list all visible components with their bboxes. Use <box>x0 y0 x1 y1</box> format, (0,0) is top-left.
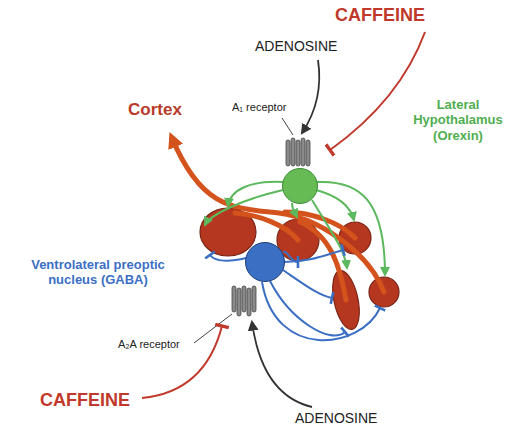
cortex-projection <box>172 138 384 300</box>
a2a-receptor-symbol <box>232 286 256 316</box>
drug-label: CAFFEINE <box>335 5 425 26</box>
adenosine-arrow <box>252 322 312 407</box>
molecule-label: ADENOSINE <box>295 410 377 426</box>
molecule-label: ADENOSINE <box>255 38 337 54</box>
leader-line <box>282 118 293 135</box>
node-heading: Lateral Hypothalamus (Orexin) <box>406 97 510 143</box>
adenosine-arrow <box>302 60 319 133</box>
receptor-label: A₂A receptor <box>118 338 180 350</box>
receptor-label: A₁ receptor <box>232 101 286 113</box>
vlpo-nucleus: Ventrolateral preoptic nucleus (GABA) <box>245 242 285 282</box>
a1-receptor-symbol <box>286 138 310 166</box>
node-heading: Ventrolateral preoptic nucleus (GABA) <box>13 257 183 288</box>
caffeine-block <box>142 326 222 398</box>
orexin-nucleus: Lateral Hypothalamus (Orexin) <box>282 168 318 204</box>
drug-label: CAFFEINE <box>40 390 130 411</box>
caffeine-block <box>330 32 425 150</box>
leader-line <box>194 314 232 343</box>
region-label: Cortex <box>128 100 182 120</box>
gaba-projections <box>210 250 380 340</box>
